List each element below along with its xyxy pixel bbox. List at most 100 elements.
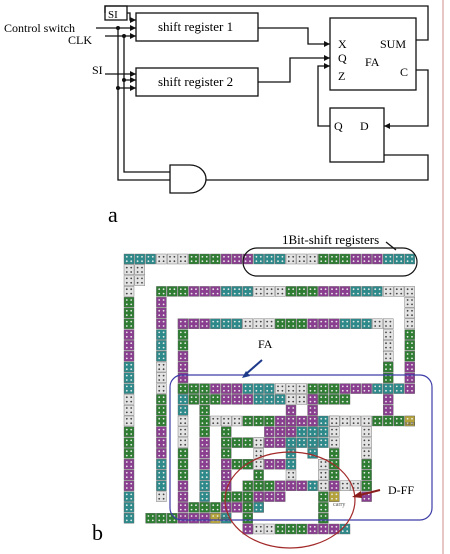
qca-cell-dot xyxy=(205,396,208,399)
qca-cell-dot xyxy=(184,471,187,474)
qca-cell-dot xyxy=(277,482,279,485)
qca-cell-dot xyxy=(411,357,413,360)
qca-cell-dot xyxy=(346,255,349,258)
qca-cell-dot xyxy=(195,396,197,399)
qca-cell-dot xyxy=(324,476,327,479)
qca-cell xyxy=(253,480,264,491)
qca-cell-dot xyxy=(125,471,128,474)
qca-cell-dot xyxy=(385,407,387,409)
qca-cell-dot xyxy=(238,385,241,388)
qca-cell-dot xyxy=(255,320,258,323)
qca-cell-dot xyxy=(201,461,204,463)
qca-cell-dot xyxy=(363,476,366,479)
qca-cell-dot xyxy=(125,497,128,500)
qca-cell xyxy=(404,340,415,351)
qca-cell-dot xyxy=(389,353,392,355)
qca-cell-dot xyxy=(335,493,338,496)
qca-cell xyxy=(285,286,297,297)
qca-cell-dot xyxy=(125,342,128,345)
qca-cell-dot xyxy=(270,389,273,392)
qca-cell-dot xyxy=(259,389,262,392)
qca-cell-dot xyxy=(130,314,133,317)
qca-cell-dot xyxy=(227,487,230,489)
qca-cell-dot xyxy=(201,454,204,457)
qca-cell-dot xyxy=(363,260,366,263)
qca-cell xyxy=(307,426,318,437)
qca-cell-dot xyxy=(158,411,161,414)
qca-cell-dot xyxy=(292,530,295,533)
fa-in-x-label: X xyxy=(338,37,347,51)
qca-cell xyxy=(264,394,275,405)
qca-cell-dot xyxy=(162,454,165,457)
qca-cell-dot xyxy=(184,497,187,500)
qca-cell-dot xyxy=(255,525,258,528)
qca-cell-dot xyxy=(357,417,359,420)
qca-cell-dot xyxy=(266,443,269,446)
qca-cell-dot xyxy=(313,400,316,403)
qca-cell-dot xyxy=(195,515,197,517)
qca-cell-dot xyxy=(363,389,366,392)
qca-cell-dot xyxy=(266,292,269,295)
qca-cell-dot xyxy=(158,465,161,468)
qca-cell xyxy=(199,513,210,524)
qca-cell-dot xyxy=(179,396,182,399)
qca-cell-dot xyxy=(287,439,290,442)
qca-cell xyxy=(339,383,351,394)
qca-cell xyxy=(372,318,383,329)
qca-cell-dot xyxy=(259,439,262,442)
qca-cell-dot xyxy=(313,385,316,388)
qca-cell xyxy=(404,351,415,362)
qca-cell-dot xyxy=(287,260,290,263)
qca-cell-dot xyxy=(212,325,215,327)
qca-cell-dot xyxy=(298,288,301,291)
qca-cell-dot xyxy=(385,363,387,366)
qca-cell-dot xyxy=(259,260,262,263)
qca-cell-dot xyxy=(281,482,284,485)
qca-cell-dot xyxy=(389,396,392,399)
qca-cell-dot xyxy=(287,320,290,323)
qca-cell xyxy=(264,383,275,394)
qca-cell-dot xyxy=(158,353,161,355)
qca-cell-dot xyxy=(292,325,295,327)
qca-cell-dot xyxy=(363,465,366,468)
qca-cell-dot xyxy=(125,504,128,507)
qca-cell-dot xyxy=(162,487,165,489)
qca-cell xyxy=(123,264,135,275)
qca-cell xyxy=(307,394,318,405)
qca-cell-dot xyxy=(255,471,258,474)
qca-cell-dot xyxy=(130,443,133,446)
qca-cell xyxy=(177,480,189,491)
qca-cell-dot xyxy=(158,519,161,522)
qca-cell xyxy=(177,383,189,394)
qca-cell-dot xyxy=(125,476,128,479)
qca-cell xyxy=(339,286,351,297)
qca-cell-dot xyxy=(130,493,133,496)
qca-cell-dot xyxy=(270,443,273,446)
qca-cell-dot xyxy=(346,292,349,295)
qca-cell-dot xyxy=(184,342,187,345)
qca-cell-dot xyxy=(406,309,409,312)
qca-cell xyxy=(329,253,340,265)
qca-cell-dot xyxy=(331,400,333,403)
qca-cell-dot xyxy=(255,385,258,388)
qca-cell-dot xyxy=(223,465,225,468)
qca-cell-dot xyxy=(259,493,262,496)
qca-cell-dot xyxy=(363,471,366,474)
qca-cell-dot xyxy=(223,255,225,258)
qca-cell-dot xyxy=(238,508,241,511)
qca-cell-dot xyxy=(162,433,165,435)
qca-cell xyxy=(361,426,372,437)
qca-cell-dot xyxy=(249,396,251,399)
qca-cell-dot xyxy=(266,325,269,327)
qca-cell-dot xyxy=(233,439,236,442)
qca-cell-dot xyxy=(292,465,295,468)
qca-cell-dot xyxy=(125,385,128,388)
qca-cell-dot xyxy=(130,422,133,425)
qca-cell xyxy=(285,469,297,481)
qca-cell-dot xyxy=(357,482,359,485)
qca-cell-dot xyxy=(238,288,241,291)
qca-cell-dot xyxy=(363,461,366,463)
qca-cell-dot xyxy=(309,487,312,489)
qca-cell-dot xyxy=(287,482,290,485)
qca-cell-dot xyxy=(406,331,409,334)
